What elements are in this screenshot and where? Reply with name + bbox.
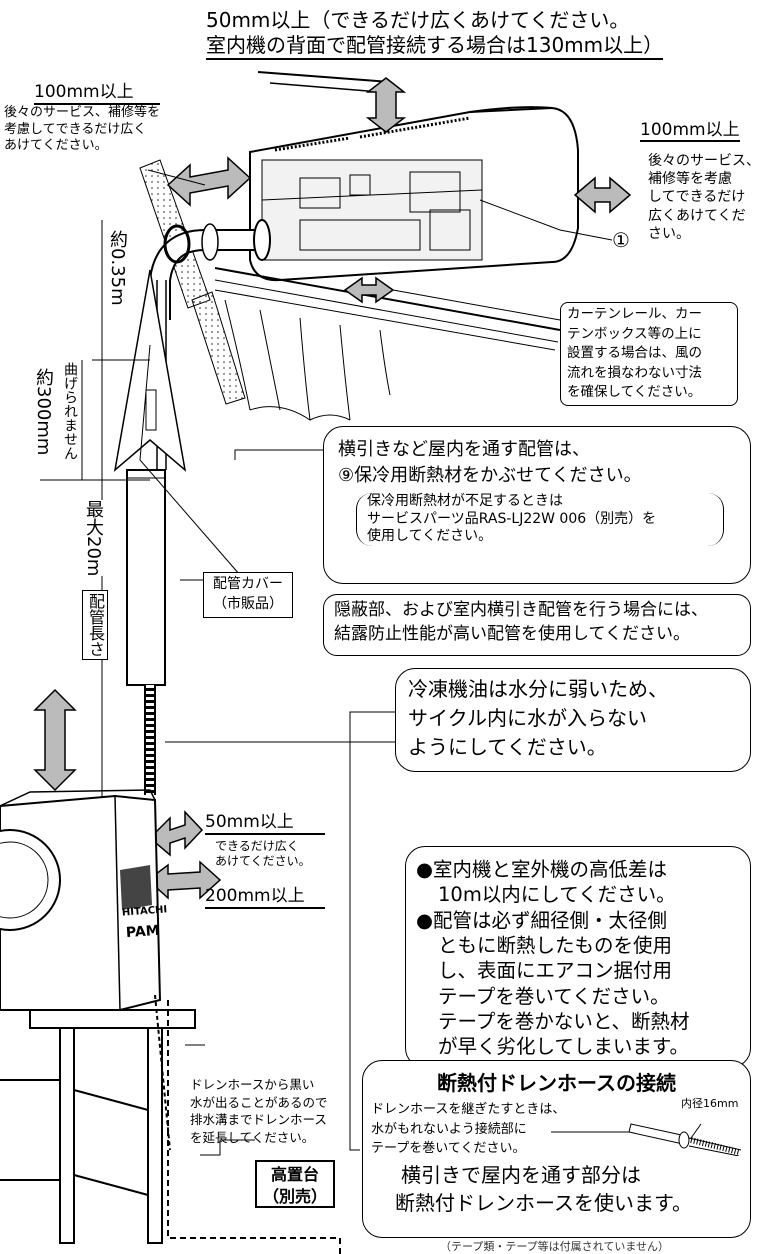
insulation-line1: 横引きなど屋内を通す配管は、 (338, 439, 590, 460)
curtain-illustration (214, 267, 561, 421)
right-clearance-line5: さい。 (648, 225, 690, 242)
label-no-bend: 曲げられません (60, 362, 80, 460)
stand-label-line2: （別売） (262, 1186, 327, 1206)
pipe-cover-line2: （市販品） (213, 595, 283, 612)
oil-line2: サイクル内に水が入らない (408, 706, 647, 730)
piping-illustration (113, 219, 271, 795)
drain-note-line3: 排水溝までドレンホース (190, 1112, 327, 1127)
left-clearance-line3: あけてください。 (4, 137, 108, 153)
condensation-note-box: 隠蔽部、および室内横引き配管を行う場合には、 結露防止性能が高い配管を使用してく… (323, 594, 751, 656)
right-clearance-line3: してできるだけ (648, 189, 746, 206)
insulation-note-box: 横引きなど屋内を通す配管は、 ⑨保冷用断熱材をかぶせてください。 保冷用断熱材が… (323, 426, 751, 584)
drain-box-line5: 断熱付ドレンホースを使います。 (395, 1190, 692, 1215)
right-clearance-title-text: 100mm以上 (640, 120, 740, 142)
right-clearance-line2: 補修等を考慮 (648, 171, 732, 188)
curtain-note-line1: カーテンレール、カー (567, 306, 702, 322)
label-max-20: 最大20m (80, 500, 106, 577)
label-approx-035: 約0.35m (104, 230, 130, 306)
outdoor-right-clearance: 200mm以上 (205, 886, 325, 910)
indoor-unit-illustration (249, 106, 579, 282)
part-marker: ① (612, 228, 630, 252)
left-clearance-line2: 考慮してできるだけ広く (4, 121, 147, 137)
drain-box-line4: 横引きで屋内を通す部分は (401, 1162, 641, 1187)
label-approx-300: 約300mm (33, 368, 54, 456)
drain-diameter-label: 内径16mm (681, 1097, 739, 1110)
right-clearance-line1: 後々のサービス、 (648, 153, 759, 169)
insulation-sub3: 使用してください。 (367, 528, 493, 544)
condensation-line2: 結露防止性能が高い配管を使用してください。 (334, 623, 690, 644)
oil-line1: 冷凍機油は水分に弱いため、 (408, 677, 668, 701)
req-b2-line5: テープを巻かないと、断熱材 (438, 1010, 690, 1034)
top-clearance-note: 50mm以上（できるだけ広くあけてください。 室内機の背面で配管接続する場合は1… (206, 8, 664, 60)
stand-label: 高置台 （別売） (255, 1160, 335, 1208)
right-clearance-note: 後々のサービス、 補修等を考慮 してできるだけ 広くあけてくだ さい。 (648, 152, 759, 243)
footer-note: （テープ類・テープ等は付属されていません） (440, 1240, 670, 1253)
req-b2-line1: ●配管は必ず細径側・太径側 (416, 908, 668, 932)
drain-box-title: 断熱付ドレンホースの接続 (437, 1071, 676, 1095)
condensation-line1: 隠蔽部、および室内横引き配管を行う場合には、 (334, 600, 708, 620)
drain-extension-note: ドレンホースから黒い 水が出ることがあるので 排水溝までドレンホース を延長して… (190, 1076, 328, 1146)
stand-illustration (0, 994, 196, 1244)
drain-box-line3: テープを巻いてください。 (371, 1141, 526, 1156)
outdoor-top-clearance: 50mm以上 できるだけ広く あけてください。 (205, 812, 325, 869)
req-b2-line4: テープを巻いてください。 (438, 984, 670, 1008)
outdoor-top-title: 50mm以上 (205, 812, 325, 836)
right-clearance-title: 100mm以上 (640, 120, 740, 142)
top-note-line1: 50mm以上（できるだけ広くあけてください。 (206, 8, 630, 32)
curtain-note-line3: 設置する場合は、風の (567, 345, 702, 362)
drain-hose-joint-illustration (551, 1123, 742, 1156)
curtain-note-line2: テンボックス等の上に (567, 325, 702, 342)
drain-box-line2: 水がもれないよう接続部に (371, 1121, 527, 1137)
insulation-sub1: 保冷用断熱材が不足するときは (367, 493, 563, 509)
oil-line3: ようにしてください。 (408, 735, 607, 759)
req-b1-line2: 10m以内にしてください。 (438, 883, 676, 907)
drain-note-line4: を延長してください。 (190, 1129, 315, 1145)
req-b1-line1: ●室内機と室外機の高低差は (416, 858, 668, 881)
oil-note-box: 冷凍機油は水分に弱いため、 サイクル内に水が入らない ようにしてください。 (395, 668, 751, 772)
label-pipe-length: 配管長さ (82, 590, 108, 660)
drain-note-line2: 水が出ることがあるので (190, 1094, 328, 1110)
top-note-line2: 室内機の背面で配管接続する場合は130mm以上） (206, 33, 664, 60)
insulation-sub2: サービスパーツ品RAS-LJ22W 006（別売）を (367, 510, 657, 527)
curtain-note-line4: 流れを損なわない寸法 (567, 364, 702, 381)
right-clearance-line4: 広くあけてくだ (648, 207, 746, 224)
left-clearance-note: 100mm以上 後々のサービス、補修等を 考慮してできるだけ広く あけてください… (4, 82, 161, 154)
outdoor-top-line2: あけてください。 (215, 854, 311, 869)
insulation-line2: ⑨保冷用断熱材をかぶせてください。 (338, 465, 642, 486)
pipe-cover-label: 配管カバー （市販品） (203, 572, 293, 618)
pipe-cover-line1: 配管カバー (213, 576, 283, 592)
left-clearance-title: 100mm以上 (34, 82, 161, 106)
left-clearance-line1: 後々のサービス、補修等を (4, 105, 161, 121)
req-b2-line3: し、表面にエアコン据付用 (438, 959, 673, 983)
unit-model: PAM (125, 922, 161, 942)
drain-hose-box: 断熱付ドレンホースの接続 ドレンホースを継ぎたすときは、 水がもれないよう接続部… (362, 1060, 751, 1238)
clearance-arrows (33, 77, 632, 900)
req-b2-line2: ともに断熱したものを使用 (438, 934, 673, 958)
drain-box-line1: ドレンホースを継ぎたすときは、 (371, 1102, 566, 1117)
drain-note-line1: ドレンホースから黒い (190, 1077, 315, 1092)
curtain-note-box: カーテンレール、カー テンボックス等の上に 設置する場合は、風の 流れを損なわな… (560, 302, 738, 406)
outdoor-unit-illustration (0, 789, 162, 1011)
outdoor-top-line1: できるだけ広く (215, 839, 299, 854)
stand-label-line1: 高置台 (270, 1165, 319, 1184)
requirements-box: ●室内機と室外機の高低差は 10m以内にしてください。 ●配管は必ず細径側・太径… (405, 846, 751, 1068)
curtain-note-line5: を確保してください。 (567, 384, 702, 401)
req-b2-line6: が早く劣化してしまいます。 (438, 1035, 689, 1059)
